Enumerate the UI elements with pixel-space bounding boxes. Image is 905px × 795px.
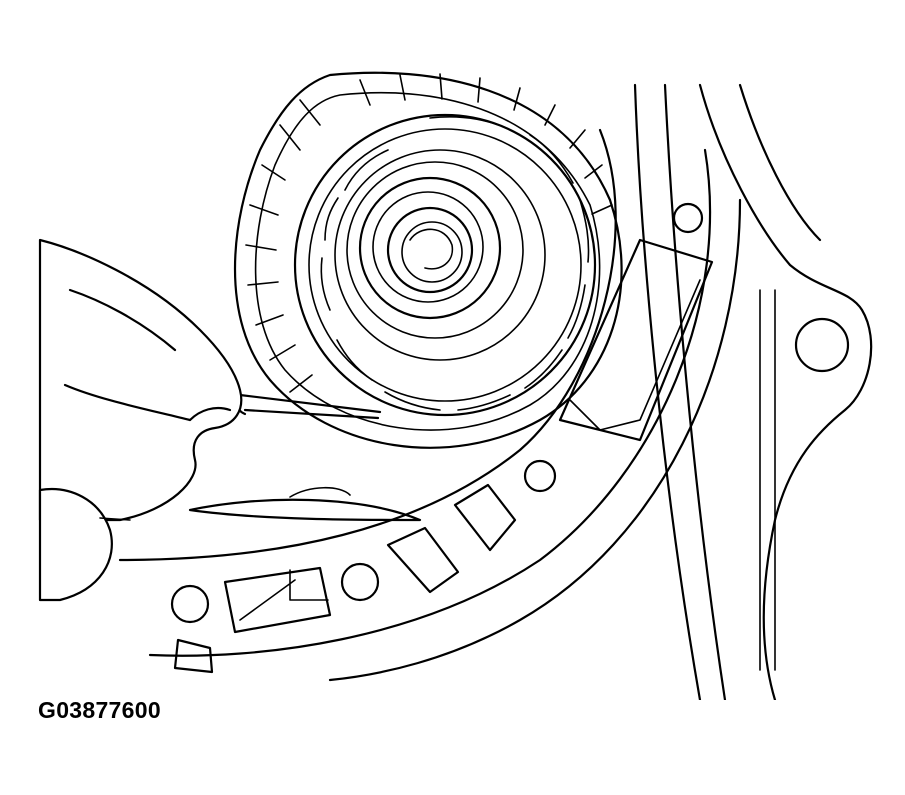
fluid-port	[558, 238, 714, 442]
fluid-port	[569, 279, 701, 431]
fluid-port	[223, 566, 332, 634]
bolt-hole	[672, 202, 704, 234]
fluid-port	[386, 526, 460, 594]
bolt-hole-large	[794, 317, 850, 373]
feeler-gauge	[235, 390, 382, 420]
fluid-port	[173, 638, 214, 674]
bolt-hole	[523, 459, 557, 493]
transmission-pump-illustration	[38, 71, 873, 700]
figure-id-label: G03877600	[38, 697, 161, 723]
pump-body-ring	[118, 128, 742, 682]
bolt-hole	[340, 562, 380, 602]
fluid-port	[453, 483, 517, 552]
inner-rotor	[293, 113, 597, 417]
housing-outline	[633, 83, 873, 700]
hand	[38, 238, 243, 602]
bolt-hole	[170, 584, 210, 624]
